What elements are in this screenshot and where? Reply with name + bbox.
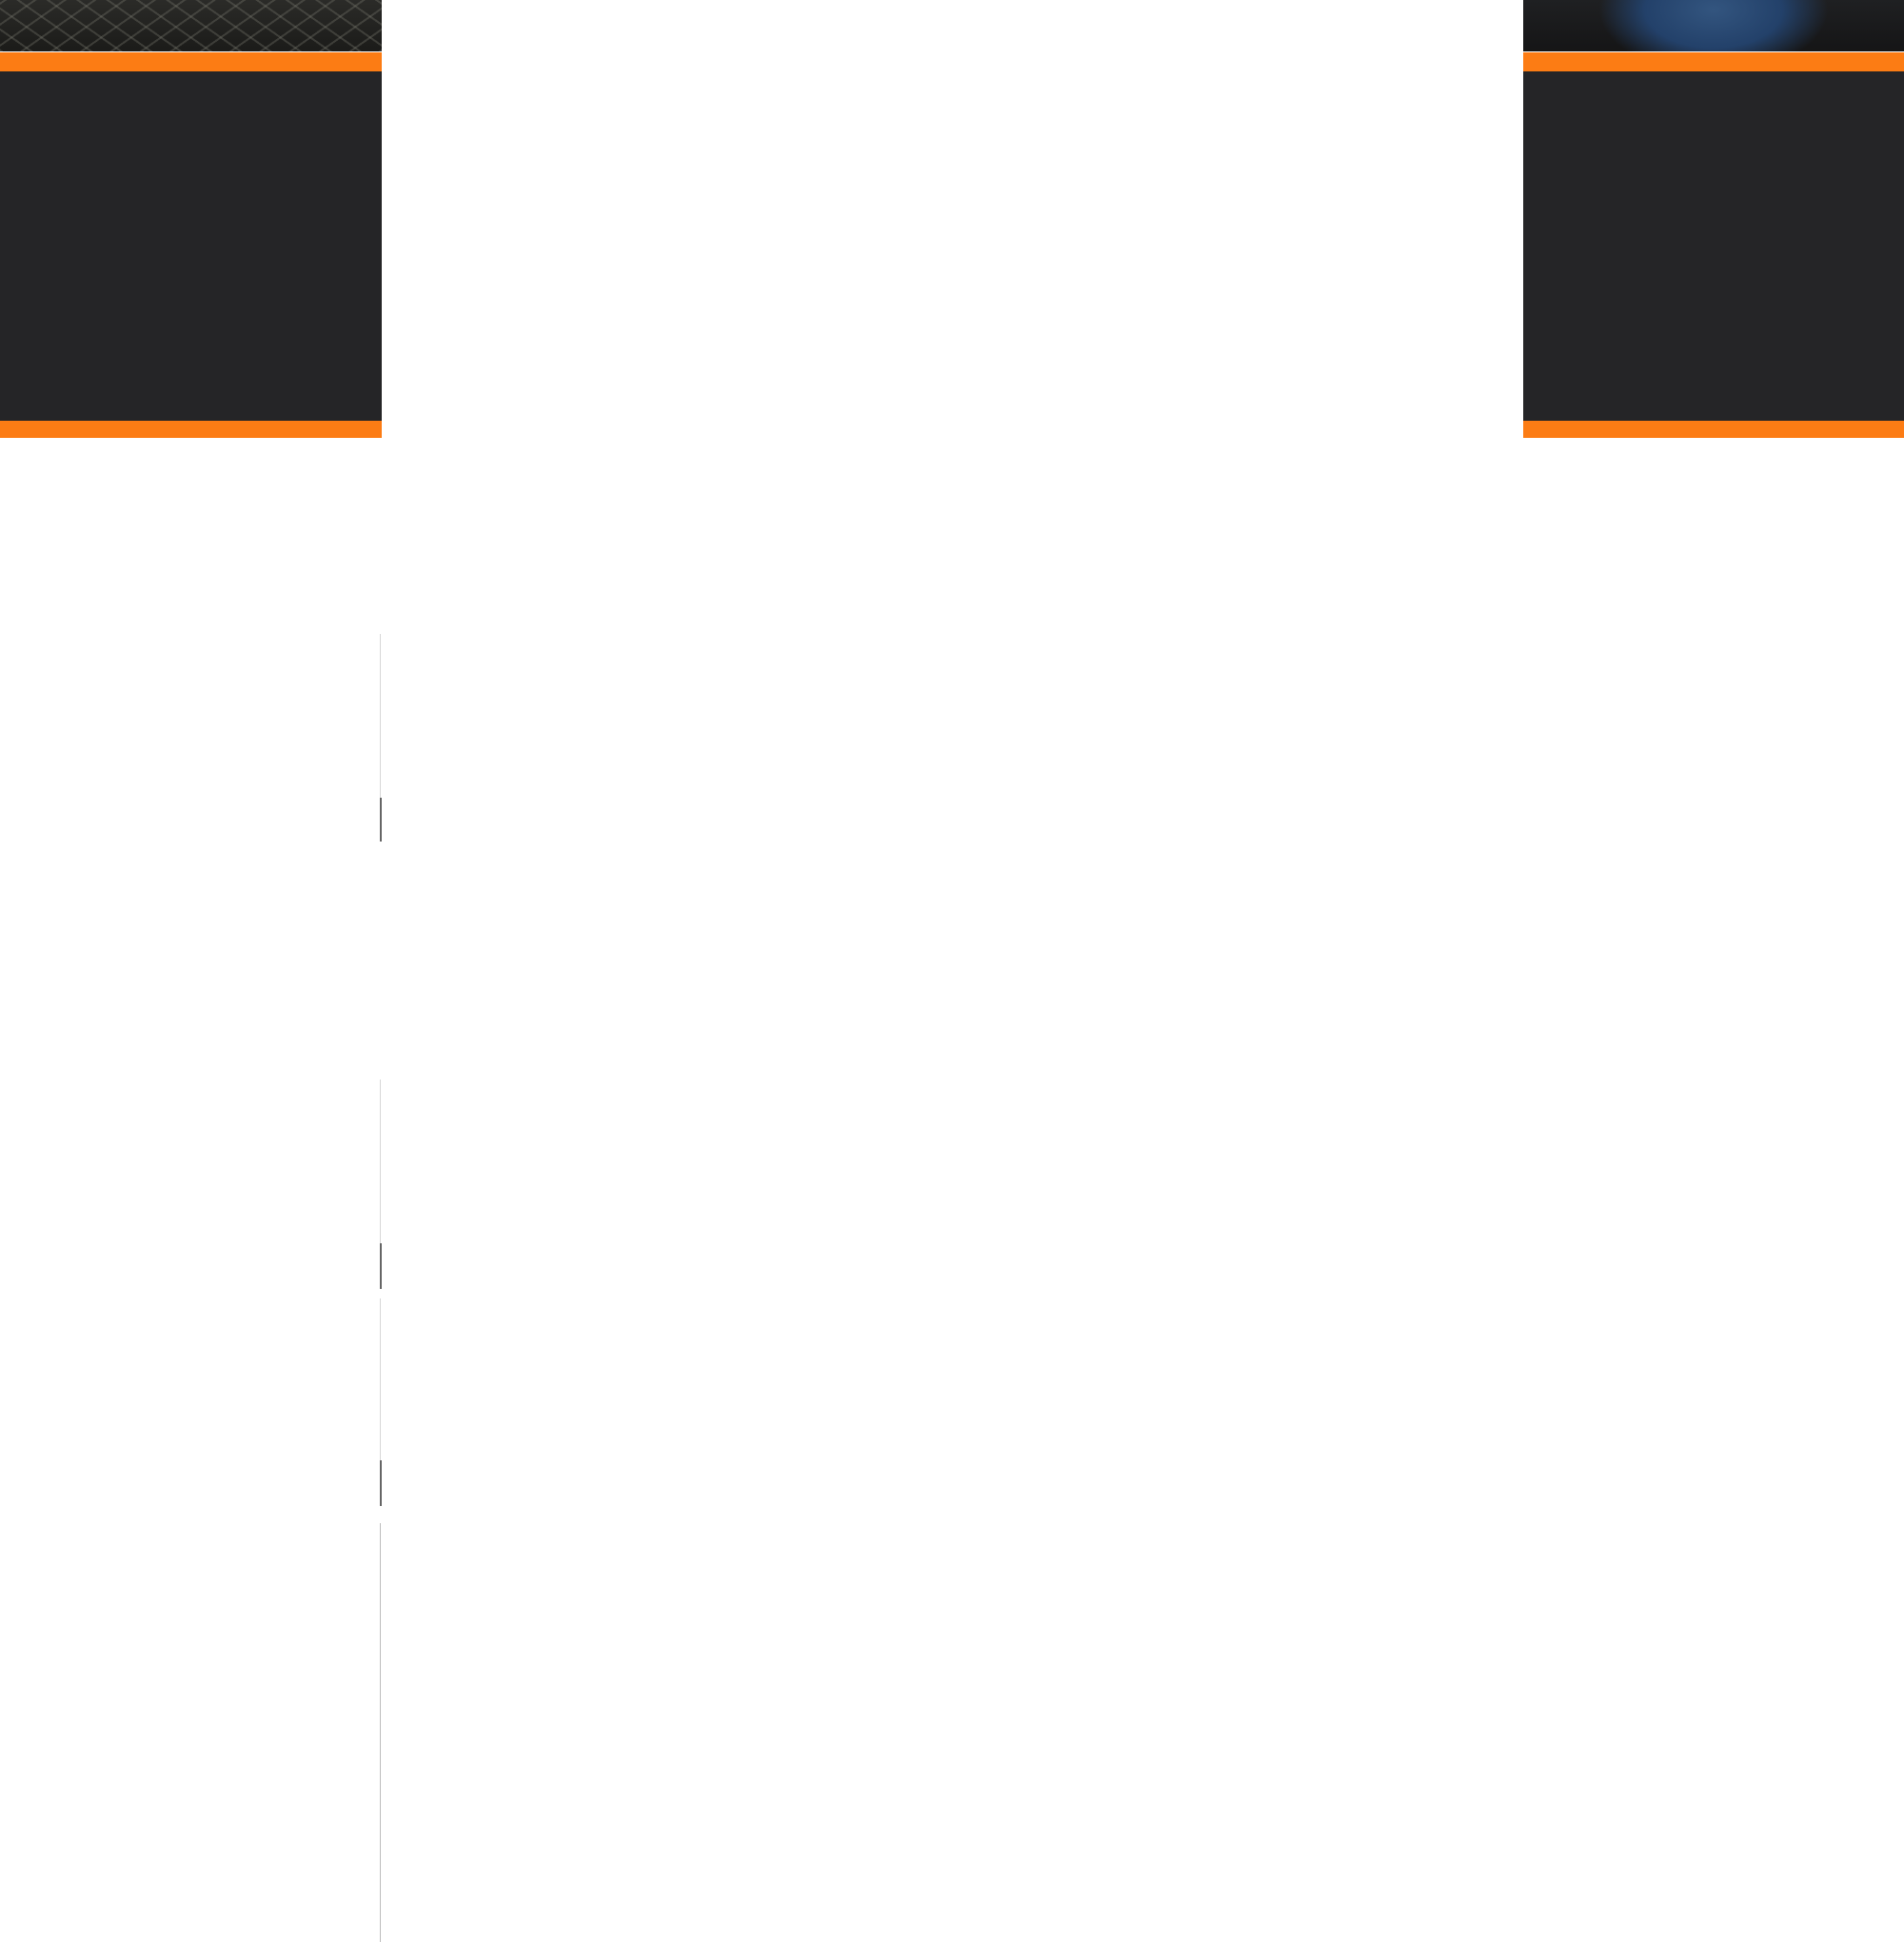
header-image-right (1523, 0, 1904, 51)
vertical-divider (380, 1298, 381, 1506)
divider-marker (380, 1243, 382, 1289)
dark-panel-right (1523, 71, 1904, 421)
accent-band-right-top (1523, 52, 1904, 71)
vertical-divider (380, 634, 381, 842)
accent-band-left-bottom (0, 421, 382, 438)
accent-band-right-bottom (1523, 421, 1904, 438)
vertical-divider (380, 1523, 381, 1942)
divider-marker (380, 798, 382, 842)
divider-marker (380, 1460, 382, 1506)
header-image-left (0, 0, 382, 51)
dark-panel-left (0, 71, 382, 421)
accent-band-left-top (0, 52, 382, 71)
vertical-divider (380, 1080, 381, 1289)
